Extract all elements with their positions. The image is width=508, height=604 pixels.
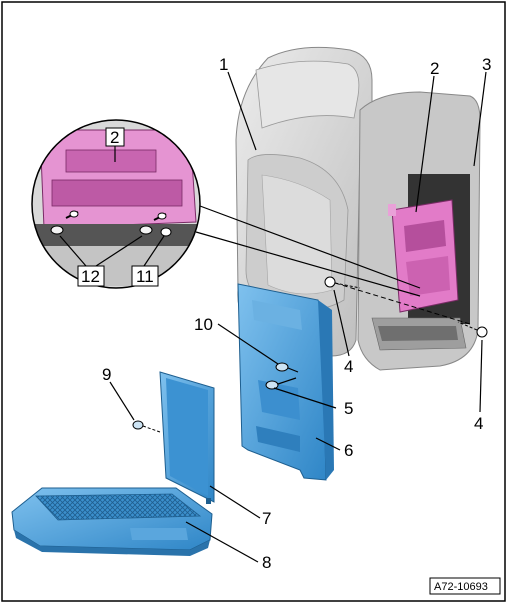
detail-connector-bottom xyxy=(195,231,421,297)
screw-4-right xyxy=(457,321,488,338)
detail-callout-2: 2 xyxy=(110,128,119,147)
leader-9 xyxy=(109,381,135,421)
callout-1: 1 xyxy=(219,55,228,74)
callout-3: 3 xyxy=(482,55,491,74)
reference-code: A72-10693 xyxy=(434,581,488,593)
detail-clip-11 xyxy=(160,227,172,237)
leader-6 xyxy=(315,437,341,451)
detail-screw-12-right xyxy=(139,212,167,235)
callout-5: 5 xyxy=(344,399,353,418)
armrest-frame xyxy=(388,199,459,313)
detail-callout-11-box xyxy=(131,265,159,287)
leader-4-left xyxy=(333,289,350,357)
callout-10: 10 xyxy=(194,315,213,334)
detail-callout-12: 12 xyxy=(81,267,100,286)
screw-10 xyxy=(275,362,299,373)
leader-1 xyxy=(227,71,257,151)
seat-backrest xyxy=(235,46,373,357)
callout-7: 7 xyxy=(262,509,271,528)
callout-6: 6 xyxy=(344,441,353,460)
leader-detail-12a xyxy=(59,235,87,267)
leader-5 xyxy=(273,387,337,409)
armrest-housing xyxy=(237,283,334,481)
screw-4-left xyxy=(324,276,361,289)
reference-code-box xyxy=(429,577,501,595)
screw-9 xyxy=(132,420,161,433)
detail-callout-11: 11 xyxy=(136,267,154,286)
leader-7 xyxy=(209,485,261,519)
callout-4-right: 4 xyxy=(474,414,483,433)
callout-8: 8 xyxy=(262,553,271,572)
leader-detail-12b xyxy=(95,235,143,267)
leader-3 xyxy=(473,71,487,167)
cover-panel xyxy=(159,371,215,504)
detail-callout-12-box xyxy=(77,265,105,287)
leader-8 xyxy=(185,521,259,563)
callout-2: 2 xyxy=(430,59,439,78)
leader-10 xyxy=(217,323,279,365)
leader-4-right xyxy=(479,339,483,413)
armrest-tray xyxy=(11,487,213,556)
leader-2 xyxy=(415,75,435,213)
detail-screw-12-left xyxy=(50,210,79,235)
leader-detail-11 xyxy=(143,235,165,267)
detail-connector-top xyxy=(199,205,421,289)
callout-9: 9 xyxy=(102,365,111,384)
detail-callout-2-box xyxy=(105,127,125,147)
screw-5 xyxy=(265,377,297,390)
callout-4-left: 4 xyxy=(344,357,353,376)
